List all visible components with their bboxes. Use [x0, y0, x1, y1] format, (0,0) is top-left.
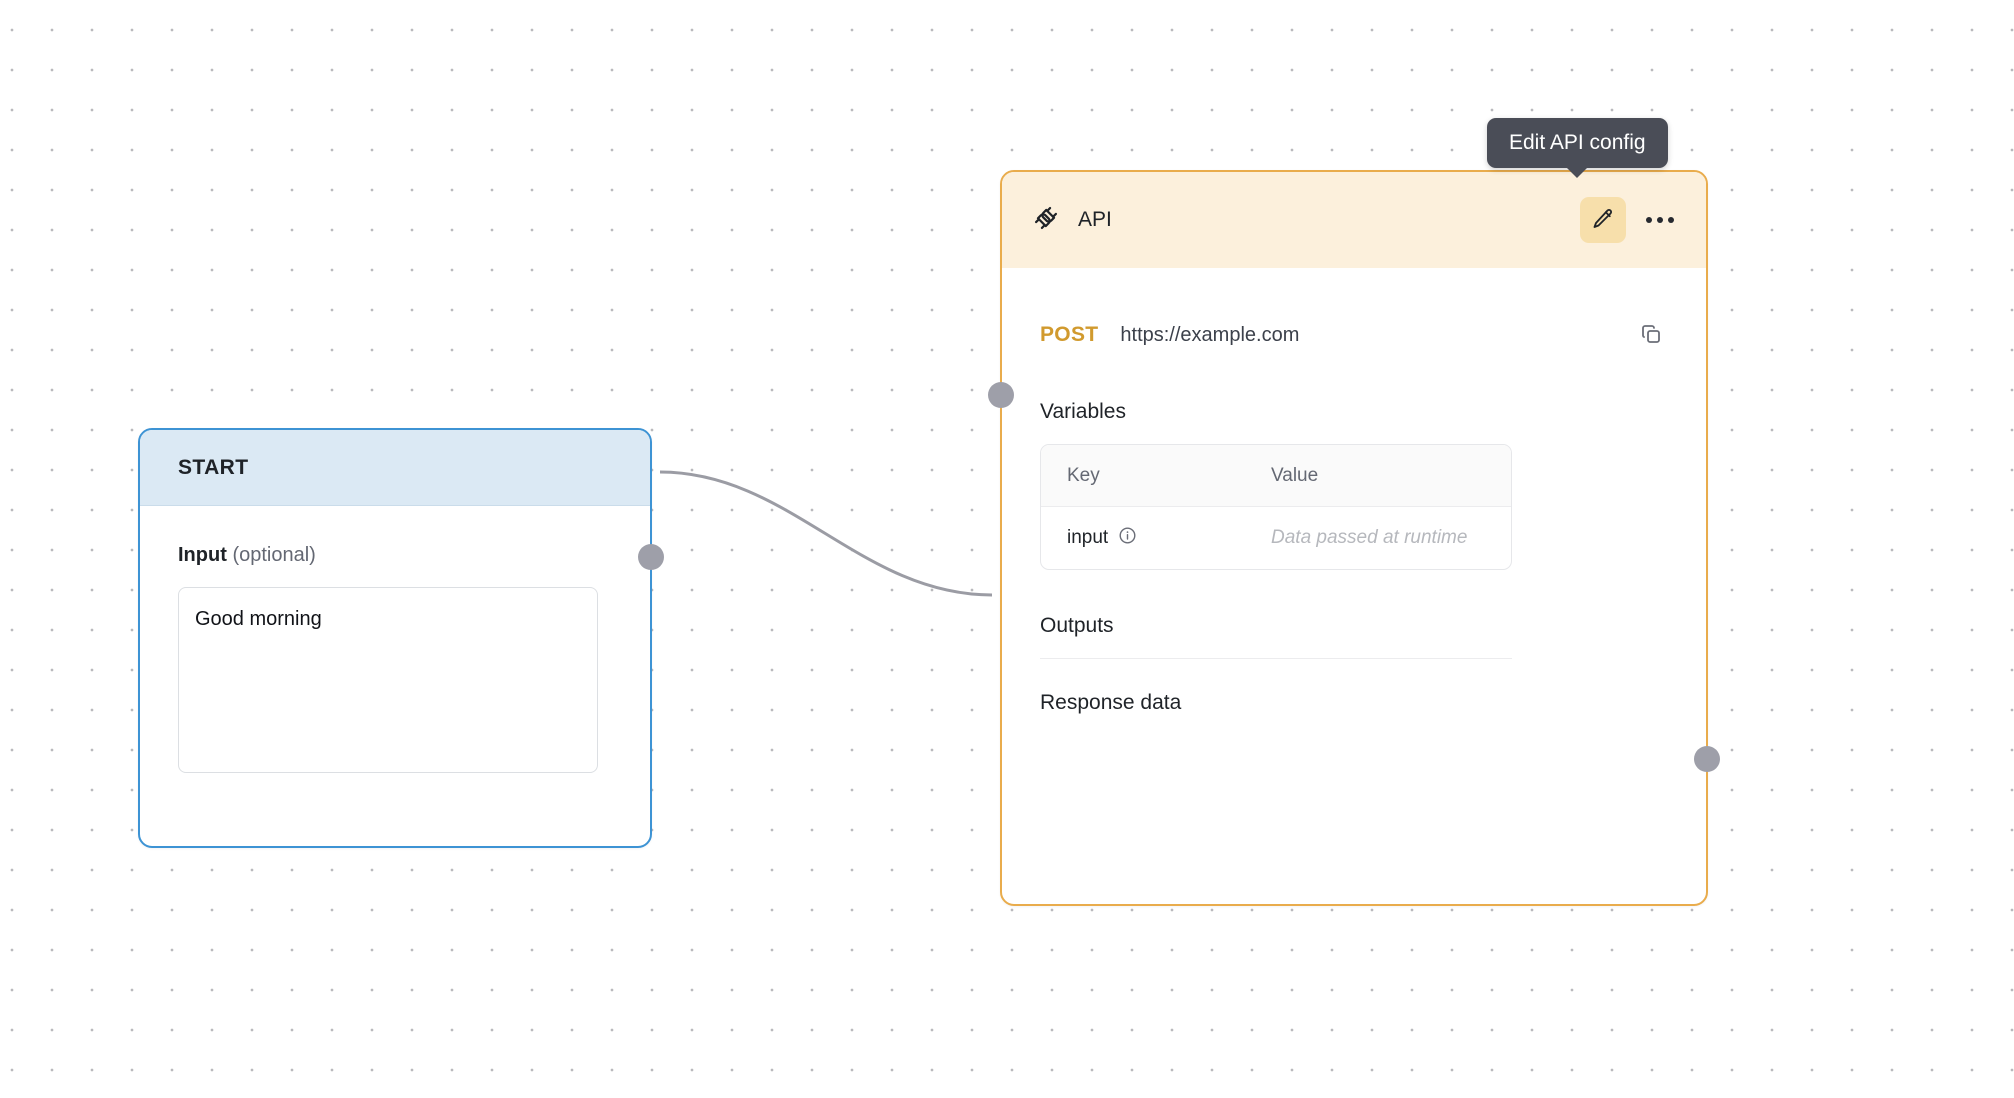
api-output-port[interactable] — [1694, 746, 1720, 772]
api-input-port[interactable] — [988, 382, 1014, 408]
api-header-left: API — [1032, 204, 1112, 237]
variable-value-cell[interactable]: Data passed at runtime — [1271, 527, 1468, 548]
edge-start-to-api — [659, 470, 993, 597]
start-node-header: START — [140, 430, 650, 506]
api-node-body: POST https://example.com Variables Key V… — [1002, 268, 1706, 715]
start-input-label-text: Input — [178, 544, 227, 566]
variables-table: Key Value input Data — [1040, 444, 1512, 570]
info-icon[interactable] — [1118, 526, 1137, 551]
start-node-title: START — [178, 455, 249, 479]
api-request-method: POST — [1040, 323, 1099, 346]
api-request-line: POST https://example.com — [1040, 314, 1668, 356]
api-node-header: API — [1002, 172, 1706, 268]
more-horizontal-icon-dot — [1646, 217, 1652, 223]
tooltip-text: Edit API config — [1509, 131, 1646, 154]
api-header-actions — [1580, 197, 1682, 243]
variable-key-cell: input — [1041, 526, 1245, 551]
variables-table-header: Key Value — [1041, 445, 1511, 507]
api-more-options-button[interactable] — [1638, 198, 1682, 242]
copy-url-button[interactable] — [1634, 318, 1668, 352]
plug-icon — [1032, 204, 1060, 237]
outputs-divider — [1040, 658, 1512, 659]
variables-section-title: Variables — [1040, 400, 1126, 423]
tooltip-edit-api-config: Edit API config — [1487, 118, 1668, 178]
start-input-label: Input (optional) — [178, 544, 612, 567]
start-node-body: Input (optional) — [140, 506, 650, 778]
node-start[interactable]: START Input (optional) — [138, 428, 664, 848]
pencil-icon — [1591, 207, 1615, 234]
start-output-port[interactable] — [638, 544, 664, 570]
outputs-section-title: Outputs — [1040, 614, 1114, 637]
variable-key-text: input — [1067, 527, 1109, 548]
more-horizontal-icon-dot — [1657, 217, 1663, 223]
start-input-label-optional: (optional) — [232, 544, 316, 566]
start-input-textarea[interactable] — [178, 587, 598, 773]
api-request-url: https://example.com — [1120, 323, 1300, 346]
copy-icon — [1639, 322, 1663, 349]
variables-column-key: Key — [1067, 464, 1100, 486]
table-row[interactable]: input Data passed at runtime — [1041, 507, 1511, 569]
api-node-title: API — [1078, 208, 1112, 231]
edit-api-config-button[interactable] — [1580, 197, 1626, 243]
node-api[interactable]: API — [988, 170, 1720, 906]
tooltip-arrow — [1566, 167, 1589, 178]
outputs-item: Response data — [1040, 691, 1182, 714]
variables-column-value: Value — [1271, 464, 1319, 486]
more-horizontal-icon-dot — [1668, 217, 1674, 223]
